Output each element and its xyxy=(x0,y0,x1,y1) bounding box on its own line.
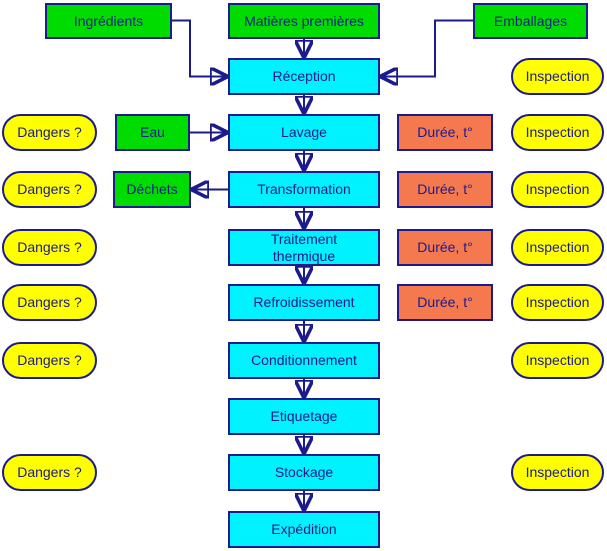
node-lavage: Lavage xyxy=(228,114,380,151)
duree-refroidissement: Durée, t° xyxy=(397,284,493,321)
node-etiquetage: Etiquetage xyxy=(228,398,380,435)
inspection-reception: Inspection xyxy=(511,58,604,95)
dangers-refroidissement: Dangers ? xyxy=(2,284,97,321)
inspection-conditionnement: Inspection xyxy=(511,342,604,379)
inspection-lavage: Inspection xyxy=(511,114,604,151)
dangers-lavage: Dangers ? xyxy=(2,114,97,151)
arrow-ingredients-to-reception xyxy=(172,19,228,77)
dangers-transformation: Dangers ? xyxy=(2,171,97,208)
dangers-conditionnement: Dangers ? xyxy=(2,342,97,379)
node-traitement-thermique: Traitement thermique xyxy=(228,229,380,266)
node-reception: Réception xyxy=(228,58,380,95)
node-transformation: Transformation xyxy=(228,171,380,208)
dangers-stockage: Dangers ? xyxy=(2,454,97,491)
duree-traitement-thermique: Durée, t° xyxy=(397,229,493,266)
node-eau: Eau xyxy=(115,114,190,151)
inspection-transformation: Inspection xyxy=(511,171,604,208)
node-conditionnement: Conditionnement xyxy=(228,342,380,379)
arrow-emballages-to-reception xyxy=(380,19,473,77)
node-ingredients: Ingrédients xyxy=(45,3,172,39)
node-expedition: Expédition xyxy=(228,511,380,548)
node-dechets: Déchets xyxy=(113,171,191,208)
node-refroidissement: Refroidissement xyxy=(228,284,380,321)
inspection-stockage: Inspection xyxy=(511,454,604,491)
inspection-refroidissement: Inspection xyxy=(511,284,604,321)
dangers-traitement-thermique: Dangers ? xyxy=(2,229,97,266)
node-matieres-premieres: Matières premières xyxy=(228,3,380,39)
node-stockage: Stockage xyxy=(228,454,380,491)
duree-lavage: Durée, t° xyxy=(397,114,493,151)
node-emballages: Emballages xyxy=(473,3,588,39)
inspection-traitement-thermique: Inspection xyxy=(511,229,604,266)
duree-transformation: Durée, t° xyxy=(397,171,493,208)
